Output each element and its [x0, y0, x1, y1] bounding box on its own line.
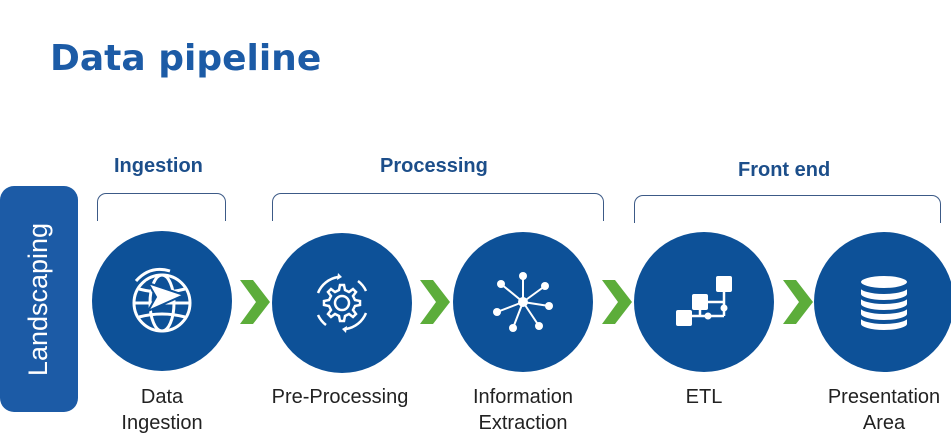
bracket-front-end — [634, 195, 941, 223]
bracket-processing — [272, 193, 604, 221]
step-circle-pre-processing — [272, 233, 412, 373]
gear-cycle-icon — [316, 273, 368, 333]
step-label-line: Pre-Processing — [271, 386, 409, 408]
page-title: Data pipeline — [50, 38, 322, 79]
step-label-etl: ETL — [624, 384, 784, 410]
group-label-processing: Processing — [380, 155, 488, 177]
side-label-box: Landscaping — [0, 186, 78, 412]
step-label-data-ingestion: Data Ingestion — [82, 384, 242, 436]
globe-arrow-icon — [132, 267, 192, 333]
step-label-line: Presentation — [827, 386, 941, 408]
arrow-right-icon — [602, 280, 632, 324]
group-label-front-end: Front end — [738, 159, 831, 181]
step-circle-etl — [634, 232, 774, 372]
step-label-information-extraction: Information Extraction — [443, 384, 603, 436]
arrow-right-icon — [783, 280, 813, 324]
step-label-line: Area — [862, 412, 906, 434]
step-label-line: ETL — [685, 386, 723, 408]
step-label-line: Data — [140, 386, 184, 408]
group-label-ingestion: Ingestion — [114, 155, 203, 177]
step-label-presentation-area: Presentation Area — [804, 384, 951, 436]
arrow-right-icon — [420, 280, 450, 324]
side-label-text: Landscaping — [23, 222, 54, 376]
network-star-icon — [493, 272, 553, 332]
step-circle-information-extraction — [453, 232, 593, 372]
bracket-ingestion — [97, 193, 226, 221]
step-label-pre-processing: Pre-Processing — [260, 384, 420, 410]
flow-blocks-icon — [676, 276, 732, 326]
step-label-line: Information — [472, 386, 574, 408]
step-circle-presentation-area — [814, 232, 951, 372]
step-label-line: Extraction — [478, 412, 568, 434]
step-label-line: Ingestion — [121, 412, 203, 434]
arrow-right-icon — [240, 280, 270, 324]
database-icon — [859, 274, 909, 332]
step-circle-data-ingestion — [92, 231, 232, 371]
